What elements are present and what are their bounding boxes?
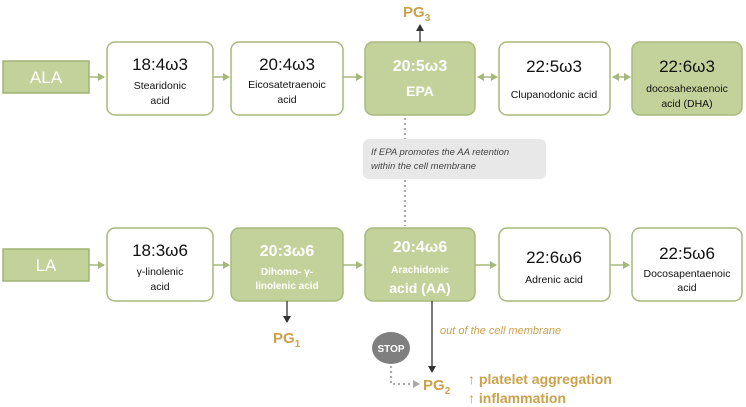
note-line2: within the cell membrane bbox=[371, 161, 476, 172]
formula-20-4-w6: 20:4ω6 bbox=[393, 239, 448, 256]
name-18-4-w3-line2: acid bbox=[150, 95, 169, 107]
formula-20-3-w6: 20:3ω6 bbox=[260, 243, 315, 260]
formula-20-5-w3: 20:5ω3 bbox=[393, 58, 448, 75]
start-label-ala: ALA bbox=[30, 68, 63, 87]
formula-22-5-w6: 22:5ω6 bbox=[659, 244, 715, 263]
start-box-ala bbox=[2, 60, 90, 94]
epa-retention-note bbox=[363, 139, 546, 179]
name-20-3-w6-line2: linolenic acid bbox=[255, 281, 318, 292]
stop-label: STOP bbox=[377, 344, 404, 355]
box-20-4-w3 bbox=[230, 41, 344, 116]
formula-22-5-w3: 22:5ω3 bbox=[526, 57, 582, 76]
name-20-4-w3-line2: acid bbox=[277, 94, 296, 106]
pg3-label: PG3 bbox=[403, 4, 431, 24]
name-aa-line1: Arachidonic bbox=[391, 265, 449, 276]
box-20-5-w3-epa bbox=[364, 41, 476, 116]
name-epa: EPA bbox=[406, 83, 434, 99]
name-22-5-w6-line1: Docosapentaenoic bbox=[644, 268, 731, 280]
name-18-3-w6-line2: acid bbox=[150, 281, 169, 293]
note-line1: If EPA promotes the AA retention bbox=[371, 147, 509, 158]
box-22-5-w3 bbox=[498, 41, 611, 116]
pg2-label: PG2 bbox=[423, 377, 451, 397]
box-22-5-w6 bbox=[631, 227, 743, 302]
formula-22-6-w6: 22:6ω6 bbox=[526, 248, 582, 267]
box-22-6-w3-dha bbox=[631, 41, 743, 116]
membrane-text: out of the cell membrane bbox=[440, 325, 561, 337]
dotted-connector-stop-pg2 bbox=[389, 366, 420, 388]
effect-inflammation: ↑ inflammation bbox=[468, 390, 566, 406]
box-18-4-w3 bbox=[106, 41, 214, 116]
name-22-5-w3: Clupanodonic acid bbox=[511, 89, 598, 101]
pg1-label: PG1 bbox=[273, 330, 301, 350]
name-22-6-w6: Adrenic acid bbox=[525, 274, 583, 286]
name-20-4-w3-line1: Eicosatetraenoic bbox=[248, 79, 326, 91]
start-label-la: LA bbox=[36, 256, 57, 275]
formula-20-4-w3: 20:4ω3 bbox=[259, 55, 315, 74]
formula-18-3-w6: 18:3ω6 bbox=[132, 241, 188, 260]
name-22-5-w6-line2: acid bbox=[677, 282, 696, 294]
formula-22-6-w3: 22:6ω3 bbox=[659, 57, 715, 76]
name-dha-line2: acid (DHA) bbox=[661, 98, 712, 110]
stop-sign bbox=[372, 332, 410, 364]
name-aa-line2: acid (AA) bbox=[389, 280, 450, 296]
name-18-4-w3-line1: Stearidonic bbox=[134, 80, 187, 92]
effect-platelet-aggregation: ↑ platelet aggregation bbox=[468, 371, 612, 387]
name-20-3-w6-line1: Dihomo- γ- bbox=[261, 267, 313, 278]
formula-18-4-w3: 18:4ω3 bbox=[132, 55, 188, 74]
name-18-3-w6-line1: γ-linolenic bbox=[137, 266, 184, 278]
name-dha-line1: docosahexaenoic bbox=[646, 83, 728, 95]
